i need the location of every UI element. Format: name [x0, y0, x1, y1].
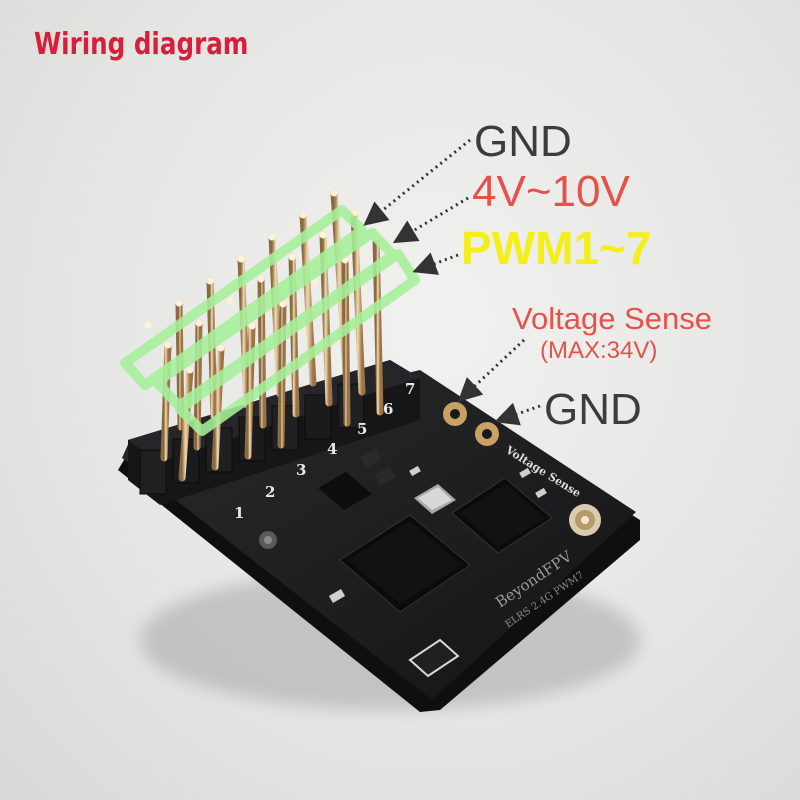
header-pin-tip — [175, 299, 183, 307]
voltage-sense-label: Voltage Sense — [512, 301, 712, 336]
silk-pin-2: 2 — [265, 483, 275, 501]
silkscreen-pin-numbers: 1 2 3 4 5 6 7 — [234, 380, 415, 522]
voltage-regulator — [318, 448, 396, 510]
silk-pin-7: 7 — [405, 380, 415, 398]
header-pin-tip — [319, 231, 327, 239]
diagram-title: Wiring diagram — [34, 27, 249, 62]
chip-rf-transceiver — [451, 477, 553, 554]
pwm-label: PWM1~7 — [461, 222, 652, 274]
header-pin — [160, 341, 172, 462]
dotted-arrow-icon — [392, 196, 469, 244]
header-pin-tip — [144, 321, 152, 329]
header-pin-tip — [330, 189, 338, 197]
header-pin-tip — [195, 319, 203, 327]
gnd-label-top: GND — [474, 117, 572, 166]
header-pin-tip — [186, 366, 194, 374]
gnd-label-bottom: GND — [544, 385, 642, 434]
callout-arrows — [363, 138, 541, 426]
header-pin-tip — [248, 322, 256, 330]
silk-pin-4: 4 — [327, 440, 337, 458]
header-pin-tip — [257, 275, 265, 283]
silk-pin-3: 3 — [296, 461, 306, 479]
header-pin-tip — [164, 341, 172, 349]
crystal-oscillator — [414, 484, 456, 514]
dotted-arrow-icon — [457, 338, 526, 403]
header-pin-tip — [279, 300, 287, 308]
silk-pin-1: 1 — [234, 504, 244, 522]
header-pin-tip — [268, 233, 276, 241]
header-pin — [211, 344, 225, 471]
header-pin-tip — [217, 344, 225, 352]
chip-main-mcu — [339, 514, 471, 613]
pin-row-highlight — [120, 205, 420, 436]
header-pin-tip — [299, 211, 307, 219]
header-pin-tip — [206, 277, 214, 285]
voltage-sense-max-label: (MAX:34V) — [540, 337, 658, 364]
header-pin-tip — [237, 255, 245, 263]
dotted-arrow-icon — [363, 138, 471, 226]
ufl-connector-icon — [569, 504, 601, 536]
header-pin-tip — [226, 297, 234, 305]
header-pin — [178, 366, 194, 482]
dotted-arrow-icon — [412, 252, 459, 275]
passive-components — [328, 465, 547, 603]
voltage-range-label: 4V~10V — [472, 167, 630, 216]
header-pin-tip — [288, 253, 296, 261]
boot-button — [259, 531, 277, 549]
chip-antenna — [408, 638, 460, 678]
silk-pin-5: 5 — [357, 420, 367, 438]
dotted-arrow-icon — [494, 402, 541, 426]
silk-pin-6: 6 — [383, 400, 393, 418]
